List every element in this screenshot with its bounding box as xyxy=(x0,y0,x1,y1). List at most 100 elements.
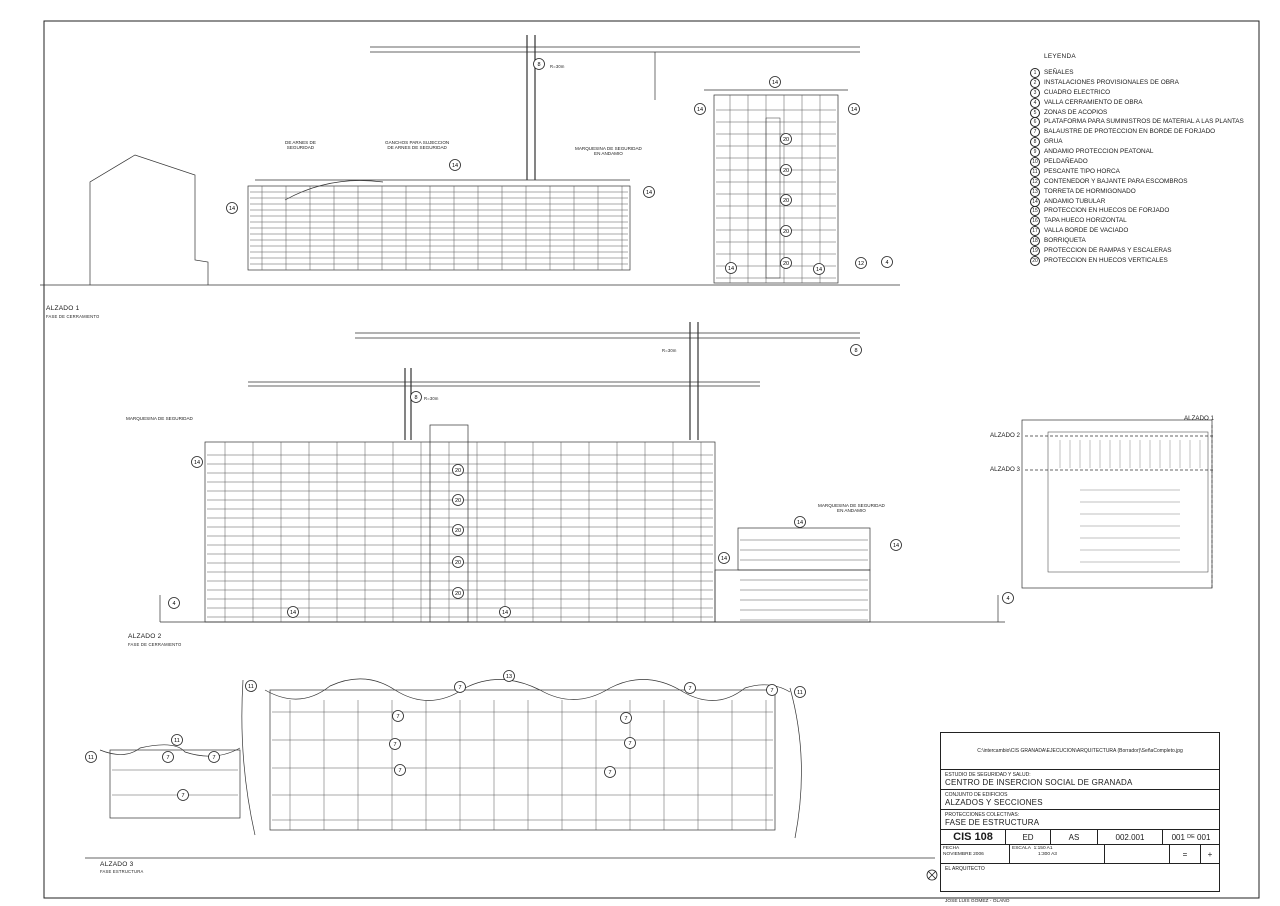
legend-label: PROTECCION EN HUECOS VERTICALES xyxy=(1044,256,1168,264)
alzado-3-drawing xyxy=(85,678,935,859)
svg-text:14: 14 xyxy=(502,610,508,616)
svg-text:20: 20 xyxy=(455,528,461,534)
svg-text:7: 7 xyxy=(396,714,399,720)
callout-marker: 11 xyxy=(245,680,257,692)
svg-text:20: 20 xyxy=(455,560,461,566)
legend-label: BORRIQUETA xyxy=(1044,237,1086,245)
callout-marker: 14 xyxy=(848,103,860,115)
legend-label: TAPA HUECO HORIZONTAL xyxy=(1044,217,1127,225)
architect-name: JOSÉ LUIS GOMEZ - OLANO xyxy=(945,899,1010,904)
callout-marker: 7 xyxy=(624,737,636,749)
callout-marker: 20 xyxy=(780,194,792,206)
callout-marker: 14 xyxy=(191,456,203,468)
callout-marker: 20 xyxy=(780,225,792,237)
svg-text:20: 20 xyxy=(783,198,789,204)
svg-text:14: 14 xyxy=(797,520,803,526)
set-section: CONJUNTO DE EDIFICIOS ALZADOS Y SECCIONE… xyxy=(941,790,1219,810)
legend-number: 19 xyxy=(1030,245,1040,256)
callout-marker: 14 xyxy=(813,263,825,275)
svg-text:14: 14 xyxy=(697,107,703,113)
symbol-equals: = xyxy=(1170,845,1201,863)
callout-marker: 7 xyxy=(392,710,404,722)
alzado-2-title: ALZADO 2 xyxy=(128,633,162,640)
svg-text:13: 13 xyxy=(506,674,512,680)
legend-number: 6 xyxy=(1030,117,1040,128)
svg-text:20: 20 xyxy=(455,468,461,474)
sheet-frame xyxy=(43,20,1260,899)
svg-text:4: 4 xyxy=(885,260,888,266)
legend-item: 14 ANDAMIO TUBULAR xyxy=(1030,196,1260,207)
callout-marker: 7 xyxy=(454,681,466,693)
code-as: AS xyxy=(1051,830,1098,844)
crane-radius-label: R=30m xyxy=(424,396,439,401)
note-marquesina-2: MARQUESINA DE SEGURIDAD xyxy=(126,416,193,421)
legend-title: LEYENDA xyxy=(1044,53,1076,60)
key-plan xyxy=(1021,419,1215,590)
legend-number: 14 xyxy=(1030,196,1040,207)
protection-section: PROTECCIONES COLECTIVAS: FASE DE ESTRUCT… xyxy=(941,810,1219,830)
callout-marker: 14 xyxy=(890,539,902,551)
svg-text:14: 14 xyxy=(728,266,734,272)
callout-marker: 12 xyxy=(855,257,867,269)
svg-text:14: 14 xyxy=(229,206,235,212)
svg-text:12: 12 xyxy=(858,261,864,267)
file-path: C:\intercambio\CIS GRANADA\EJECUCION\ARQ… xyxy=(941,733,1219,770)
code-ed: ED xyxy=(1006,830,1051,844)
legend-label: VALLA BORDE DE VACIADO xyxy=(1044,227,1129,235)
study-value: CENTRO DE INSERCION SOCIAL DE GRANADA xyxy=(945,778,1133,787)
callout-marker: 7 xyxy=(684,682,696,694)
legend-label: ANDAMIO PROTECCION PEATONAL xyxy=(1044,148,1154,156)
legend-number: 10 xyxy=(1030,156,1040,167)
svg-text:14: 14 xyxy=(851,107,857,113)
alzado-3-subtitle: FASE ESTRUCTURA xyxy=(100,869,144,874)
code-row: CIS 108 ED AS 002.001 001 DE 001 xyxy=(941,830,1219,845)
legend-label: PROTECCION EN HUECOS DE FORJADO xyxy=(1044,207,1170,215)
callout-marker: 20 xyxy=(452,587,464,599)
svg-text:14: 14 xyxy=(646,190,652,196)
svg-text:7: 7 xyxy=(212,755,215,761)
set-caption: CONJUNTO DE EDIFICIOS xyxy=(945,792,1008,798)
callout-marker: 14 xyxy=(718,552,730,564)
callout-marker: 14 xyxy=(725,262,737,274)
legend-label: CUADRO ELECTRICO xyxy=(1044,88,1111,96)
symbol-plus: + xyxy=(1207,849,1213,859)
legend-number: 7 xyxy=(1030,127,1040,138)
callout-marker: 14 xyxy=(769,76,781,88)
svg-text:20: 20 xyxy=(455,591,461,597)
legend-number: 17 xyxy=(1030,226,1040,237)
study-section: ESTUDIO DE SEGURIDAD Y SALUD: CENTRO DE … xyxy=(941,770,1219,790)
callout-marker: 20 xyxy=(452,464,464,476)
svg-text:7: 7 xyxy=(393,742,396,748)
callout-marker: 14 xyxy=(794,516,806,528)
fecha-cell: FECHA NOVIEMBRE 2006 xyxy=(941,845,1010,863)
legend-number: 5 xyxy=(1030,107,1040,118)
alzado-1-title: ALZADO 1 xyxy=(46,305,80,312)
svg-text:4: 4 xyxy=(172,601,175,607)
svg-text:7: 7 xyxy=(628,741,631,747)
legend-label: ANDAMIO TUBULAR xyxy=(1044,197,1106,205)
legend-number: 1 xyxy=(1030,67,1040,78)
callout-marker: 11 xyxy=(171,734,183,746)
legend-label: PROTECCION DE RAMPAS Y ESCALERAS xyxy=(1044,246,1172,254)
note-ganchos: GANCHOS PARA SUJECCION DE ARNES DE SEGUR… xyxy=(385,140,450,150)
legend-number: 2 xyxy=(1030,77,1040,88)
callout-marker: 13 xyxy=(503,670,515,682)
svg-text:14: 14 xyxy=(721,556,727,562)
callout-marker: 7 xyxy=(394,764,406,776)
callout-marker: 20 xyxy=(780,133,792,145)
svg-text:4: 4 xyxy=(1006,596,1009,602)
protection-caption: PROTECCIONES COLECTIVAS: xyxy=(945,812,1020,818)
svg-text:14: 14 xyxy=(816,267,822,273)
protection-value: FASE DE ESTRUCTURA xyxy=(945,818,1040,827)
legend-item: 15 PROTECCION EN HUECOS DE FORJADO xyxy=(1030,206,1260,217)
legend-number: 15 xyxy=(1030,206,1040,217)
svg-text:20: 20 xyxy=(783,261,789,267)
